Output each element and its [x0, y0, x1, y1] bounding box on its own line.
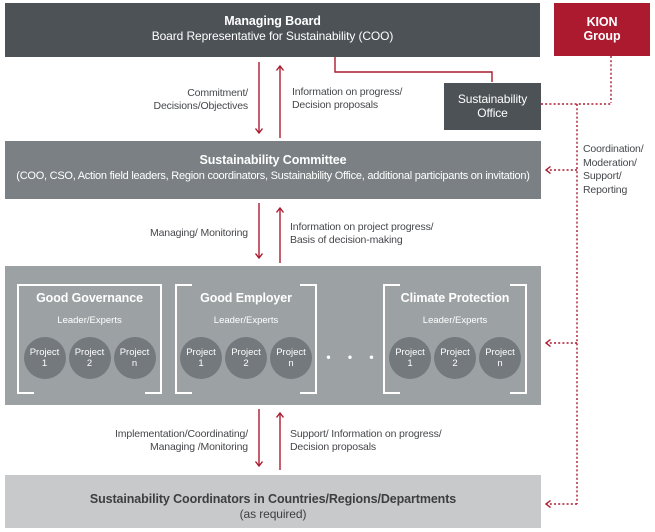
sustainability-committee-box: Sustainability Committee (COO, CSO, Acti…: [5, 141, 541, 199]
coordinators-subtitle: (as required): [239, 507, 307, 521]
project-row: Project 1 Project 2 Project n: [175, 337, 317, 379]
field-subtitle: Leader/Experts: [422, 315, 488, 326]
field-subtitle: Leader/Experts: [213, 315, 279, 326]
action-fields-box: Good Governance Leader/Experts Project 1…: [5, 266, 541, 405]
project-circle: Project 2: [68, 337, 111, 379]
kion-group-line1: KION: [586, 15, 618, 29]
bracket-top-left: [383, 284, 400, 286]
bracket-top-right: [510, 284, 527, 286]
action-field-climate-protection: Climate Protection Leader/Experts Projec…: [383, 284, 527, 394]
project-circle: Project 1: [389, 337, 431, 379]
field-title: Good Governance: [36, 291, 143, 305]
coordinators-box: Sustainability Coordinators in Countries…: [5, 475, 541, 528]
bracket-right: [315, 284, 317, 394]
bracket-left: [383, 284, 385, 394]
label-implementation: Implementation/Coordinating/ Managing /M…: [115, 428, 248, 453]
project-circle: Project 1: [180, 337, 222, 379]
field-title: Good Employer: [200, 291, 292, 305]
coordinators-title: Sustainability Coordinators in Countries…: [89, 492, 457, 506]
sustainability-office-box: Sustainability Office: [444, 83, 541, 130]
label-info-progress: Information on progress/ Decision propos…: [292, 86, 403, 111]
bracket-left: [17, 284, 19, 394]
label-info-project-progress: Information on project progress/ Basis o…: [290, 221, 434, 246]
project-circle: Project 1: [23, 337, 66, 379]
kion-group-box: KION Group: [554, 3, 650, 56]
bracket-left: [175, 284, 177, 394]
label-coordination: Coordination/ Moderation/ Support/ Repor…: [583, 143, 644, 196]
label-commitment: Commitment/ Decisions/Objectives: [153, 87, 249, 112]
bracket-bottom-right: [145, 392, 162, 394]
action-field-good-governance: Good Governance Leader/Experts Project 1…: [17, 284, 162, 394]
sustainability-office-line2: Office: [477, 106, 508, 120]
sustainability-office-line1: Sustainability: [457, 92, 528, 106]
bracket-bottom-left: [17, 392, 34, 394]
label-support-information: Support/ Information on progress/ Decisi…: [290, 428, 442, 453]
bracket-bottom-left: [175, 392, 192, 394]
bracket-right: [160, 284, 162, 394]
field-subtitle: Leader/Experts: [57, 315, 122, 326]
bracket-top-right: [300, 284, 317, 286]
project-circle: Project 2: [434, 337, 476, 379]
line-board-to-office: [334, 57, 493, 82]
managing-board-title: Managing Board: [224, 14, 321, 28]
committee-subtitle: (COO, CSO, Action field leaders, Region …: [16, 170, 530, 182]
bracket-bottom-left: [383, 392, 400, 394]
project-row: Project 1 Project 2 Project n: [383, 337, 527, 379]
bracket-bottom-right: [510, 392, 527, 394]
field-title: Climate Protection: [400, 291, 510, 305]
managing-board-subtitle: Board Representative for Sustainability …: [151, 29, 394, 43]
project-circle: Project 2: [225, 337, 267, 379]
kion-group-line2: Group: [583, 29, 621, 43]
bracket-bottom-right: [300, 392, 317, 394]
ellipsis-dots: • • •: [326, 350, 381, 364]
project-circle: Project n: [479, 337, 521, 379]
project-row: Project 1 Project 2 Project n: [17, 337, 162, 379]
bracket-top: [17, 284, 162, 286]
managing-board-box: Managing Board Board Representative for …: [5, 3, 540, 57]
committee-title: Sustainability Committee: [199, 153, 347, 167]
bracket-top-left: [175, 284, 192, 286]
project-circle: Project n: [270, 337, 312, 379]
action-field-good-employer: Good Employer Leader/Experts Project 1 P…: [175, 284, 317, 394]
project-circle: Project n: [113, 337, 156, 379]
label-managing-monitoring: Managing/ Monitoring: [150, 227, 248, 239]
bracket-right: [525, 284, 527, 394]
